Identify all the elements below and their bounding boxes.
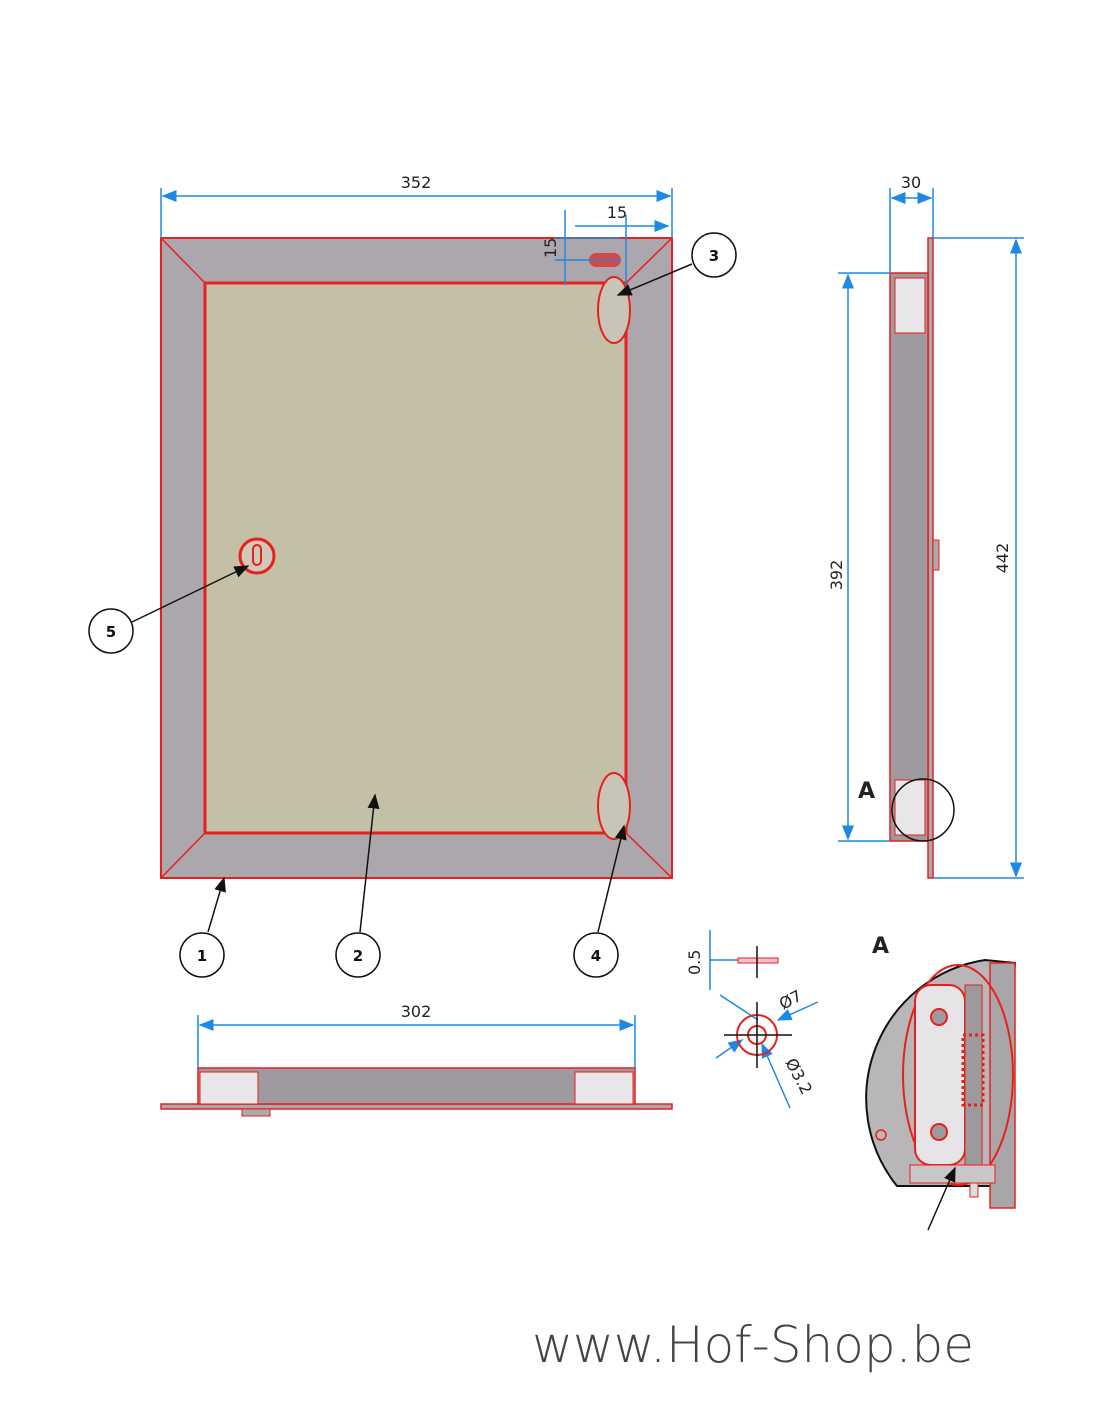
- dim-352: 352: [401, 173, 432, 192]
- detail-a-circle: [891, 778, 955, 842]
- dim-15-vertical: 15: [541, 238, 560, 258]
- callout-3: 3: [709, 247, 719, 265]
- bottom-hinge: [597, 772, 631, 840]
- callout-2: 2: [353, 947, 363, 965]
- bottom-view: [160, 1067, 673, 1117]
- detail-a-title: A: [872, 934, 889, 959]
- top-hinge: [597, 276, 631, 344]
- callout-4: 4: [591, 947, 601, 965]
- washer-detail: [709, 930, 819, 1109]
- callout-5: 5: [106, 623, 116, 641]
- dim-442: 442: [993, 543, 1012, 574]
- detail-a-view: [865, 958, 1017, 1231]
- dim-30: 30: [901, 173, 921, 192]
- dim-15-horizontal: 15: [607, 203, 627, 222]
- detail-a-label: A: [858, 779, 875, 804]
- callout-1: 1: [197, 947, 207, 965]
- dim-diameter-3-2: Ø3.2: [781, 1055, 816, 1098]
- dim-302: 302: [401, 1002, 432, 1021]
- dim-0-5: 0.5: [685, 950, 704, 975]
- side-view: [889, 237, 955, 879]
- dim-392: 392: [827, 560, 846, 591]
- front-view: [160, 237, 673, 879]
- watermark: www.Hof-Shop.be: [532, 1316, 974, 1374]
- lock-cylinder: [238, 537, 276, 575]
